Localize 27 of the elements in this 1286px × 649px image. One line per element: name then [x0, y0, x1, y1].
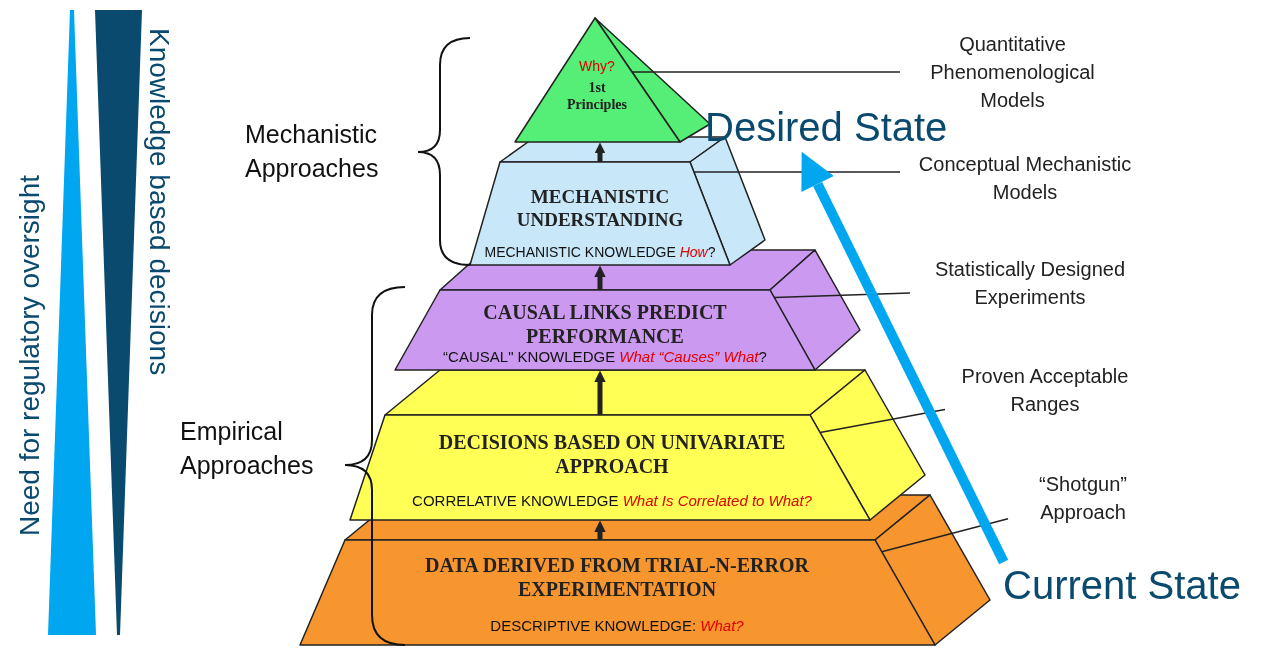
state-label: Current State [1003, 562, 1241, 608]
knowledge-question: “CAUSAL" KNOWLEDGE What “Causes” What? [442, 348, 768, 366]
side-label: Statistically Designed Experiments [910, 255, 1150, 311]
tier-heading: CAUSAL LINKS PREDICT PERFORMANCE [482, 300, 728, 348]
side-label: Proven Acceptable Ranges [945, 362, 1145, 418]
leader-line [819, 408, 946, 434]
tier-heading: DATA DERIVED FROM TRIAL-N-ERROR EXPERIMENTATION [424, 553, 810, 601]
side-label: Conceptual Mechanistic Models [900, 150, 1150, 206]
arrow [594, 265, 606, 290]
pyramid-tier [515, 18, 680, 142]
axis-caption: Need for regulatory oversight [14, 175, 46, 537]
arrow [594, 142, 606, 162]
arrow [594, 370, 606, 415]
arrow [594, 520, 606, 540]
axis-caption: Knowledge based decisions [143, 28, 175, 376]
leader-line [880, 518, 1009, 553]
tier-heading: MECHANISTIC UNDERSTANDING [515, 186, 685, 232]
knowledge-question: CORRELATIVE KNOWLEDGE What Is Correlated to What? [411, 492, 813, 510]
tier-heading: 1st Principles [566, 80, 628, 114]
group-label: Empirical Approaches [180, 416, 315, 481]
knowledge-question: MECHANISTIC KNOWLEDGE How? [483, 244, 717, 261]
question-text: Why? [578, 58, 616, 75]
group-label: Mechanistic Approaches [245, 119, 380, 184]
side-label: “Shotgun” Approach [1008, 470, 1158, 526]
tier-heading: DECISIONS BASED ON UNIVARIATE APPROACH [437, 430, 787, 478]
knowledge-question: DESCRIPTIVE KNOWLEDGE: What? [489, 617, 745, 635]
arrow [801, 151, 1009, 565]
